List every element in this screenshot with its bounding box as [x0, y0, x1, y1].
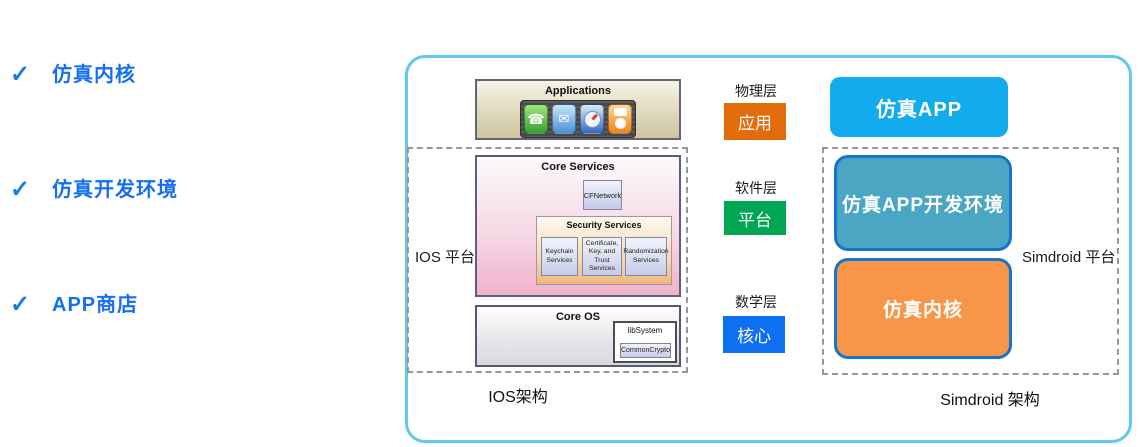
simdroid-platform-label: Simdroid 平台 — [1022, 249, 1116, 266]
core-services-title: Core Services — [541, 161, 615, 173]
core-os-title: Core OS — [555, 311, 600, 323]
compass-dial — [583, 110, 601, 128]
commoncrypto-box: CommonCrypto — [620, 343, 671, 358]
cfnetwork-box: CFNetwork — [583, 180, 622, 210]
certificate-services-box: Certificate, Key, and Trust Services — [582, 237, 622, 276]
checklist-label: APP商店 — [52, 294, 139, 316]
ios-caption: IOS架构 — [488, 389, 548, 406]
phone-icon: ☎ — [524, 104, 548, 134]
math-layer-label: 数学层 — [735, 294, 777, 310]
checklist-item-app-store: ✓ APP商店 — [10, 293, 138, 317]
physical-layer-label: 物理层 — [735, 83, 777, 99]
checklist-item-dev-env: ✓ 仿真开发环境 — [10, 178, 178, 202]
software-layer-label: 软件层 — [735, 180, 777, 196]
ipod-screen — [613, 108, 627, 116]
randomization-services-box: Randomization Services — [623, 237, 669, 276]
keychain-services-box: Keychain Services — [541, 237, 578, 276]
sim-kernel-box: 仿真内核 — [834, 258, 1012, 359]
ipod-icon — [608, 104, 632, 134]
check-icon: ✓ — [10, 176, 31, 203]
check-icon: ✓ — [10, 291, 31, 318]
checklist-label: 仿真开发环境 — [52, 179, 178, 201]
sim-dev-env-box: 仿真APP开发环境 — [834, 155, 1012, 251]
physical-layer-tag: 应用 — [724, 103, 786, 140]
ipod-wheel — [614, 118, 626, 129]
simdroid-platform-group — [822, 147, 1119, 375]
checklist-label: 仿真内核 — [52, 64, 136, 86]
checklist-item-kernel: ✓ 仿真内核 — [10, 63, 136, 87]
applications-box: Applications ☎ ✉ — [475, 79, 681, 140]
ios-platform-group — [407, 147, 688, 373]
software-layer-tag: 平台 — [724, 201, 786, 235]
mail-icon: ✉ — [552, 104, 576, 134]
ios-platform-label: IOS 平台 — [415, 249, 476, 266]
security-services-title: Security Services — [566, 220, 642, 230]
check-icon: ✓ — [10, 61, 31, 88]
math-layer-tag: 核心 — [723, 316, 785, 353]
compass-needle — [586, 113, 598, 125]
simdroid-caption: Simdroid 架构 — [940, 392, 1040, 409]
applications-title: Applications — [544, 85, 611, 97]
safari-compass-icon — [580, 104, 604, 134]
app-icon-strip: ☎ ✉ — [520, 100, 636, 138]
sim-app-box: 仿真APP — [830, 77, 1008, 137]
